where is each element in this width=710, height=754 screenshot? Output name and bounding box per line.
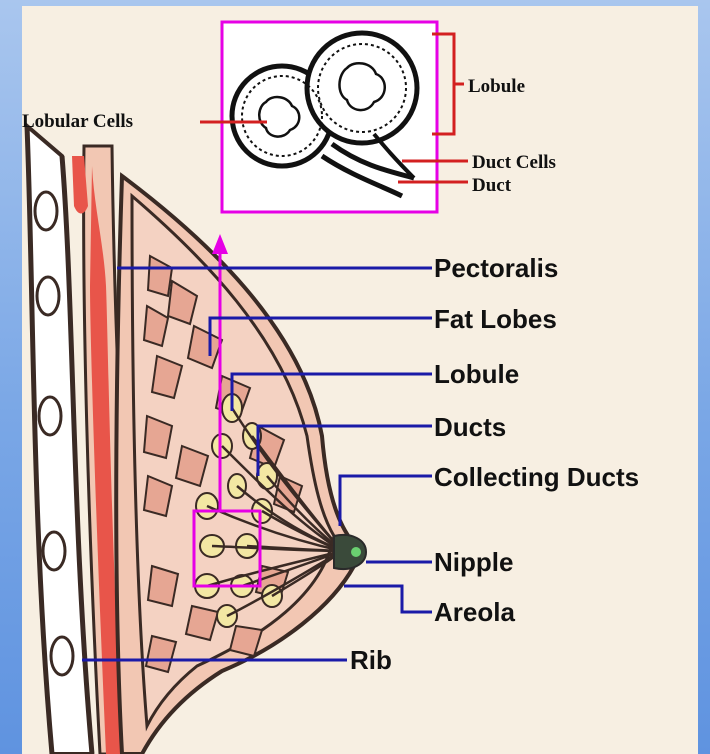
label-areola: Areola	[434, 597, 515, 627]
rib-segment	[35, 192, 57, 230]
arrow-up-icon	[212, 234, 228, 254]
label-collecting-ducts: Collecting Ducts	[434, 462, 639, 492]
rib-segment	[51, 637, 73, 675]
breast-tissue	[116, 176, 366, 754]
rib-segment	[37, 277, 59, 315]
diagram-svg: Lobular Cells Lobule Duct Cells Duct Pec…	[22, 6, 698, 754]
label-lobule: Lobule	[434, 359, 519, 389]
collecting-ducts-leader	[340, 476, 432, 526]
label-lobule-inset: Lobule	[468, 76, 525, 97]
label-pectoralis: Pectoralis	[434, 253, 558, 283]
rib-segment	[43, 532, 65, 570]
nipple-highlight	[351, 547, 361, 557]
breast-anatomy-diagram: Lobular Cells Lobule Duct Cells Duct Pec…	[22, 6, 698, 754]
label-duct: Duct	[472, 175, 512, 196]
rib-segment	[39, 397, 61, 435]
label-rib: Rib	[350, 645, 392, 675]
areola-leader	[344, 586, 432, 612]
label-duct-cells: Duct Cells	[472, 152, 556, 173]
nipple	[334, 535, 366, 569]
label-lobular-cells: Lobular Cells	[22, 111, 133, 132]
label-ducts: Ducts	[434, 412, 506, 442]
label-fat-lobes: Fat Lobes	[434, 304, 557, 334]
label-nipple: Nipple	[434, 547, 513, 577]
